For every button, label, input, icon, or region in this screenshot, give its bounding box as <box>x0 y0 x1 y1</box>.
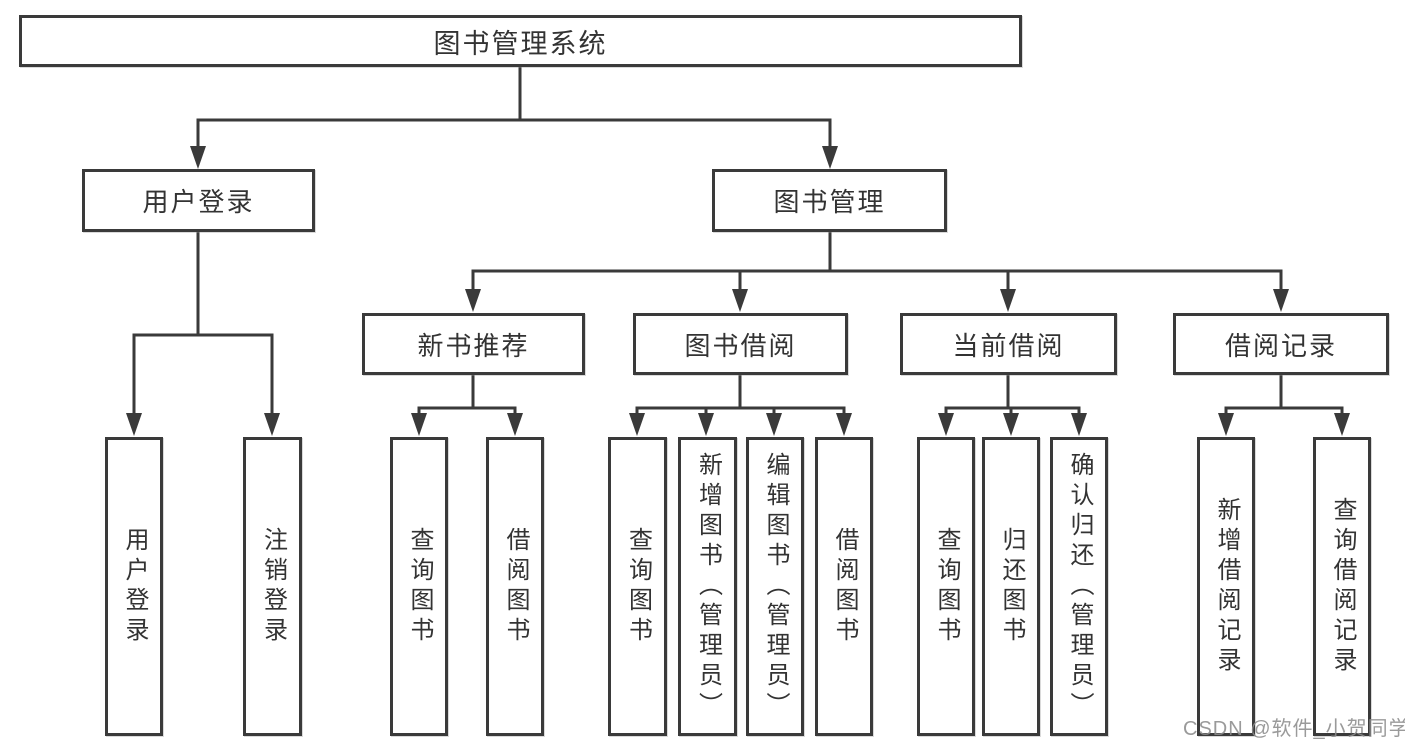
connector-current-borrow-to-children <box>938 374 1087 436</box>
node-edit-books-admin-label: 编辑图书（管理员） <box>762 451 789 722</box>
node-borrow-books: 借阅图书 <box>815 437 873 736</box>
arrowhead-icon <box>822 146 838 169</box>
node-query-borrow-record: 查询借阅记录 <box>1313 437 1371 736</box>
node-book-borrow-label: 图书借阅 <box>684 330 797 361</box>
arrowhead-icon <box>411 413 427 436</box>
node-query-borrow-record-label: 查询借阅记录 <box>1329 496 1356 677</box>
connector-root-to-level2 <box>190 66 838 169</box>
arrowhead-icon <box>126 413 142 436</box>
node-borrow-books-recommend: 借阅图书 <box>486 437 544 736</box>
node-user-login-action-label: 用户登录 <box>121 526 148 647</box>
node-book-management: 图书管理 <box>712 169 947 232</box>
arrowhead-icon <box>1000 289 1016 312</box>
connector-new-book-recommend-to-children <box>411 374 523 436</box>
node-query-books-current-label: 查询图书 <box>933 526 960 647</box>
connector-user-login-to-children <box>126 231 280 436</box>
node-user-login: 用户登录 <box>82 169 315 232</box>
node-logout-action-label: 注销登录 <box>259 526 287 647</box>
arrowhead-icon <box>698 413 714 436</box>
arrowhead-icon <box>1003 413 1019 436</box>
node-add-books-admin: 新增图书（管理员） <box>678 437 737 736</box>
node-current-borrow: 当前借阅 <box>900 313 1117 375</box>
node-return-books-label: 归还图书 <box>998 526 1025 647</box>
arrowhead-icon <box>465 289 481 312</box>
node-user-login-label: 用户登录 <box>142 187 255 217</box>
arrowhead-icon <box>1071 413 1087 436</box>
node-edit-books-admin: 编辑图书（管理员） <box>746 437 804 736</box>
arrowhead-icon <box>629 413 645 436</box>
arrowhead-icon <box>1218 413 1234 436</box>
connector-book-borrow-to-children <box>629 374 852 436</box>
arrowhead-icon <box>938 413 954 436</box>
node-borrow-books-recommend-label: 借阅图书 <box>502 526 529 647</box>
arrowhead-icon <box>507 413 523 436</box>
node-book-management-label: 图书管理 <box>773 187 886 217</box>
connector-book-management-to-level3 <box>465 231 1289 312</box>
arrowhead-icon <box>732 289 748 312</box>
node-return-books: 归还图书 <box>982 437 1040 736</box>
node-add-borrow-record: 新增借阅记录 <box>1197 437 1255 736</box>
node-new-book-recommend: 新书推荐 <box>362 313 585 375</box>
node-borrow-records: 借阅记录 <box>1173 313 1389 375</box>
node-new-book-recommend-label: 新书推荐 <box>417 330 530 361</box>
node-user-login-action: 用户登录 <box>105 437 163 736</box>
node-query-books-current: 查询图书 <box>917 437 975 736</box>
node-borrow-records-label: 借阅记录 <box>1224 330 1337 361</box>
arrowhead-icon <box>190 146 206 169</box>
arrowhead-icon <box>836 413 852 436</box>
arrowhead-icon <box>766 413 782 436</box>
node-query-books-recommend: 查询图书 <box>390 437 448 736</box>
arrowhead-icon <box>1334 413 1350 436</box>
connector-borrow-records-to-children <box>1218 374 1350 436</box>
node-add-books-admin-label: 新增图书（管理员） <box>694 451 722 722</box>
node-root: 图书管理系统 <box>19 15 1022 67</box>
node-borrow-books-label: 借阅图书 <box>831 526 858 647</box>
node-confirm-return-admin: 确认归还（管理员） <box>1050 437 1108 736</box>
arrowhead-icon <box>264 413 280 436</box>
node-add-borrow-record-label: 新增借阅记录 <box>1213 496 1240 677</box>
node-query-books-borrow: 查询图书 <box>608 437 667 736</box>
node-root-label: 图书管理系统 <box>433 28 608 59</box>
node-confirm-return-admin-label: 确认归还（管理员） <box>1066 451 1093 722</box>
csdn-watermark: CSDN @软件_小贺同学 <box>1183 718 1405 740</box>
node-query-books-borrow-label: 查询图书 <box>624 526 652 647</box>
node-logout-action: 注销登录 <box>243 437 302 736</box>
node-current-borrow-label: 当前借阅 <box>952 330 1065 361</box>
node-book-borrow: 图书借阅 <box>633 313 848 375</box>
node-query-books-recommend-label: 查询图书 <box>406 526 433 647</box>
arrowhead-icon <box>1273 289 1289 312</box>
